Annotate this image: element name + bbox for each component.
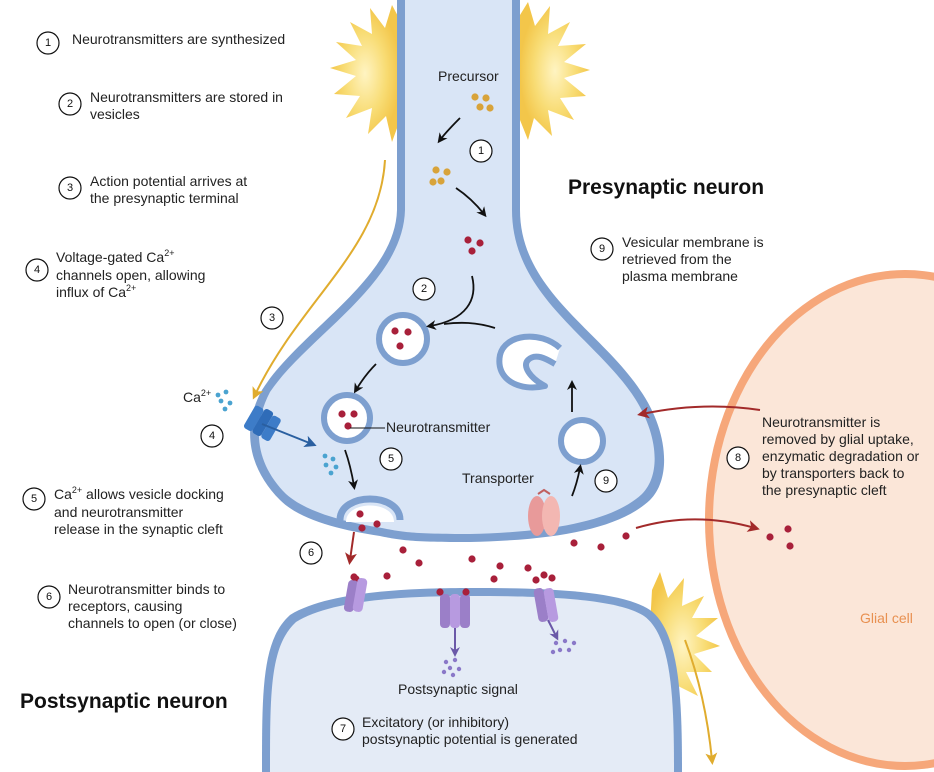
svg-text:Voltage-gated Ca2+: Voltage-gated Ca2+: [56, 248, 174, 265]
svg-text:3: 3: [269, 312, 275, 324]
svg-text:1: 1: [478, 145, 484, 157]
flow-arrows: [344, 117, 584, 497]
calcium-influx-arrow: [261, 423, 317, 447]
step-3: 3 Action potential arrives at the presyn…: [58, 173, 247, 206]
svg-text:channels open, allowing: channels open, allowing: [56, 267, 205, 283]
neurotransmitter-label: Neurotransmitter: [386, 419, 491, 435]
docking-vesicle: [336, 495, 404, 522]
step-2: 2 Neurotransmitters are stored in vesicl…: [58, 89, 283, 122]
svg-text:Ca2+ allows vesicle docking: Ca2+ allows vesicle docking: [54, 485, 224, 502]
marker-5: 5: [379, 447, 403, 471]
svg-text:4: 4: [34, 264, 40, 276]
svg-text:removed by glial uptake,: removed by glial uptake,: [762, 431, 914, 447]
release-arrow: [345, 531, 357, 565]
svg-text:release in the synaptic cleft: release in the synaptic cleft: [54, 521, 223, 537]
svg-text:Neurotransmitters are synthesi: Neurotransmitters are synthesized: [72, 31, 285, 47]
transporter-label: Transporter: [462, 470, 534, 486]
receptor-right-icon: [533, 571, 559, 622]
svg-text:retrieved from the: retrieved from the: [622, 251, 732, 267]
svg-text:Neurotransmitter is: Neurotransmitter is: [762, 414, 880, 430]
svg-text:2: 2: [421, 283, 427, 295]
postsynaptic-neuron: [262, 588, 682, 772]
postsynaptic-title: Postsynaptic neuron: [20, 690, 228, 713]
vesicle-recycling-empty: [558, 417, 606, 465]
neurotransmitters-glial: [766, 525, 794, 550]
svg-text:9: 9: [603, 475, 609, 487]
step-4: 4 Voltage-gated Ca2+ channels open, allo…: [25, 248, 205, 300]
vesicle-membrane-retrieved: [496, 333, 563, 391]
svg-text:5: 5: [388, 453, 394, 465]
svg-text:Neurotransmitter binds to: Neurotransmitter binds to: [68, 581, 225, 597]
presynaptic-title: Presynaptic neuron: [568, 176, 764, 199]
postsynaptic-signal-dots-middle: [441, 657, 462, 678]
glial-return-arrow: [637, 405, 761, 419]
calcium-ions-inside: [322, 453, 339, 476]
action-potential-arrow: [252, 159, 386, 400]
svg-text:1: 1: [45, 37, 51, 49]
marker-2: 2: [412, 277, 436, 301]
svg-text:9: 9: [599, 243, 605, 255]
svg-text:postsynaptic potential is gene: postsynaptic potential is generated: [362, 731, 578, 747]
step-5: 5 Ca2+ allows vesicle docking and neurot…: [22, 485, 224, 537]
vesicle-filled: [321, 392, 373, 444]
vesicle-storing: [376, 312, 430, 366]
calcium-ions-outside: [215, 389, 233, 412]
glial-cell: [705, 270, 934, 770]
svg-text:influx of Ca2+: influx of Ca2+: [56, 283, 136, 300]
svg-text:Neurotransmitters are stored i: Neurotransmitters are stored in: [90, 89, 283, 105]
svg-text:Vesicular membrane is: Vesicular membrane is: [622, 234, 764, 250]
svg-text:the presynaptic terminal: the presynaptic terminal: [90, 190, 239, 206]
calcium-label: Ca2+: [183, 388, 211, 405]
step-6: 6 Neurotransmitter binds to receptors, c…: [37, 581, 237, 631]
precursor-label: Precursor: [438, 68, 499, 84]
svg-text:6: 6: [46, 591, 52, 603]
svg-text:by transporters back to: by transporters back to: [762, 465, 905, 481]
diagram-step-markers: 1 2 3 4 5 6 9: [200, 139, 618, 565]
svg-text:8: 8: [735, 452, 741, 464]
svg-text:receptors, causing: receptors, causing: [68, 598, 182, 614]
glial-cell-label: Glial cell: [860, 610, 913, 626]
precursor-dots-middle: [429, 166, 451, 186]
spark-burst-top-left: [330, 5, 400, 142]
step-7: 7 Excitatory (or inhibitory) postsynapti…: [331, 714, 578, 747]
precursor-dots-top: [471, 93, 494, 112]
marker-6: 6: [299, 541, 323, 565]
svg-text:the presynaptic cleft: the presynaptic cleft: [762, 482, 887, 498]
svg-text:3: 3: [67, 182, 73, 194]
svg-text:plasma membrane: plasma membrane: [622, 268, 738, 284]
marker-3: 3: [260, 306, 284, 330]
postsynaptic-signal-dots-right: [550, 638, 577, 655]
glial-uptake-arrow: [635, 518, 760, 532]
svg-text:Excitatory (or inhibitory): Excitatory (or inhibitory): [362, 714, 509, 730]
spark-burst-top-right: [520, 2, 590, 140]
svg-text:Action potential arrives at: Action potential arrives at: [90, 173, 247, 189]
postsynaptic-potential-arrow: [684, 639, 718, 765]
marker-1: 1: [469, 139, 493, 163]
receptor-middle-icon: [436, 588, 470, 628]
step-8: 8 Neurotransmitter is removed by glial u…: [726, 414, 920, 498]
svg-text:enzymatic degradation or: enzymatic degradation or: [762, 448, 920, 464]
svg-text:2: 2: [67, 98, 73, 110]
svg-text:and neurotransmitter: and neurotransmitter: [54, 504, 184, 520]
marker-4: 4: [200, 424, 224, 448]
step-1: 1 Neurotransmitters are synthesized: [36, 31, 285, 55]
svg-text:4: 4: [209, 430, 215, 442]
marker-9: 9: [594, 469, 618, 493]
postsynaptic-signal-label: Postsynaptic signal: [398, 681, 518, 697]
transporter-icon: [528, 488, 560, 536]
svg-text:6: 6: [308, 547, 314, 559]
receptor-signal-arrow-right: [547, 619, 559, 641]
svg-text:vesicles: vesicles: [90, 106, 140, 122]
step-9: 9 Vesicular membrane is retrieved from t…: [590, 234, 764, 284]
svg-text:channels to open (or close): channels to open (or close): [68, 615, 237, 631]
neurotransmitter-dots-cytoplasm: [464, 236, 484, 255]
receptor-left-icon: [343, 573, 368, 612]
svg-text:7: 7: [340, 723, 346, 735]
svg-text:5: 5: [31, 493, 37, 505]
